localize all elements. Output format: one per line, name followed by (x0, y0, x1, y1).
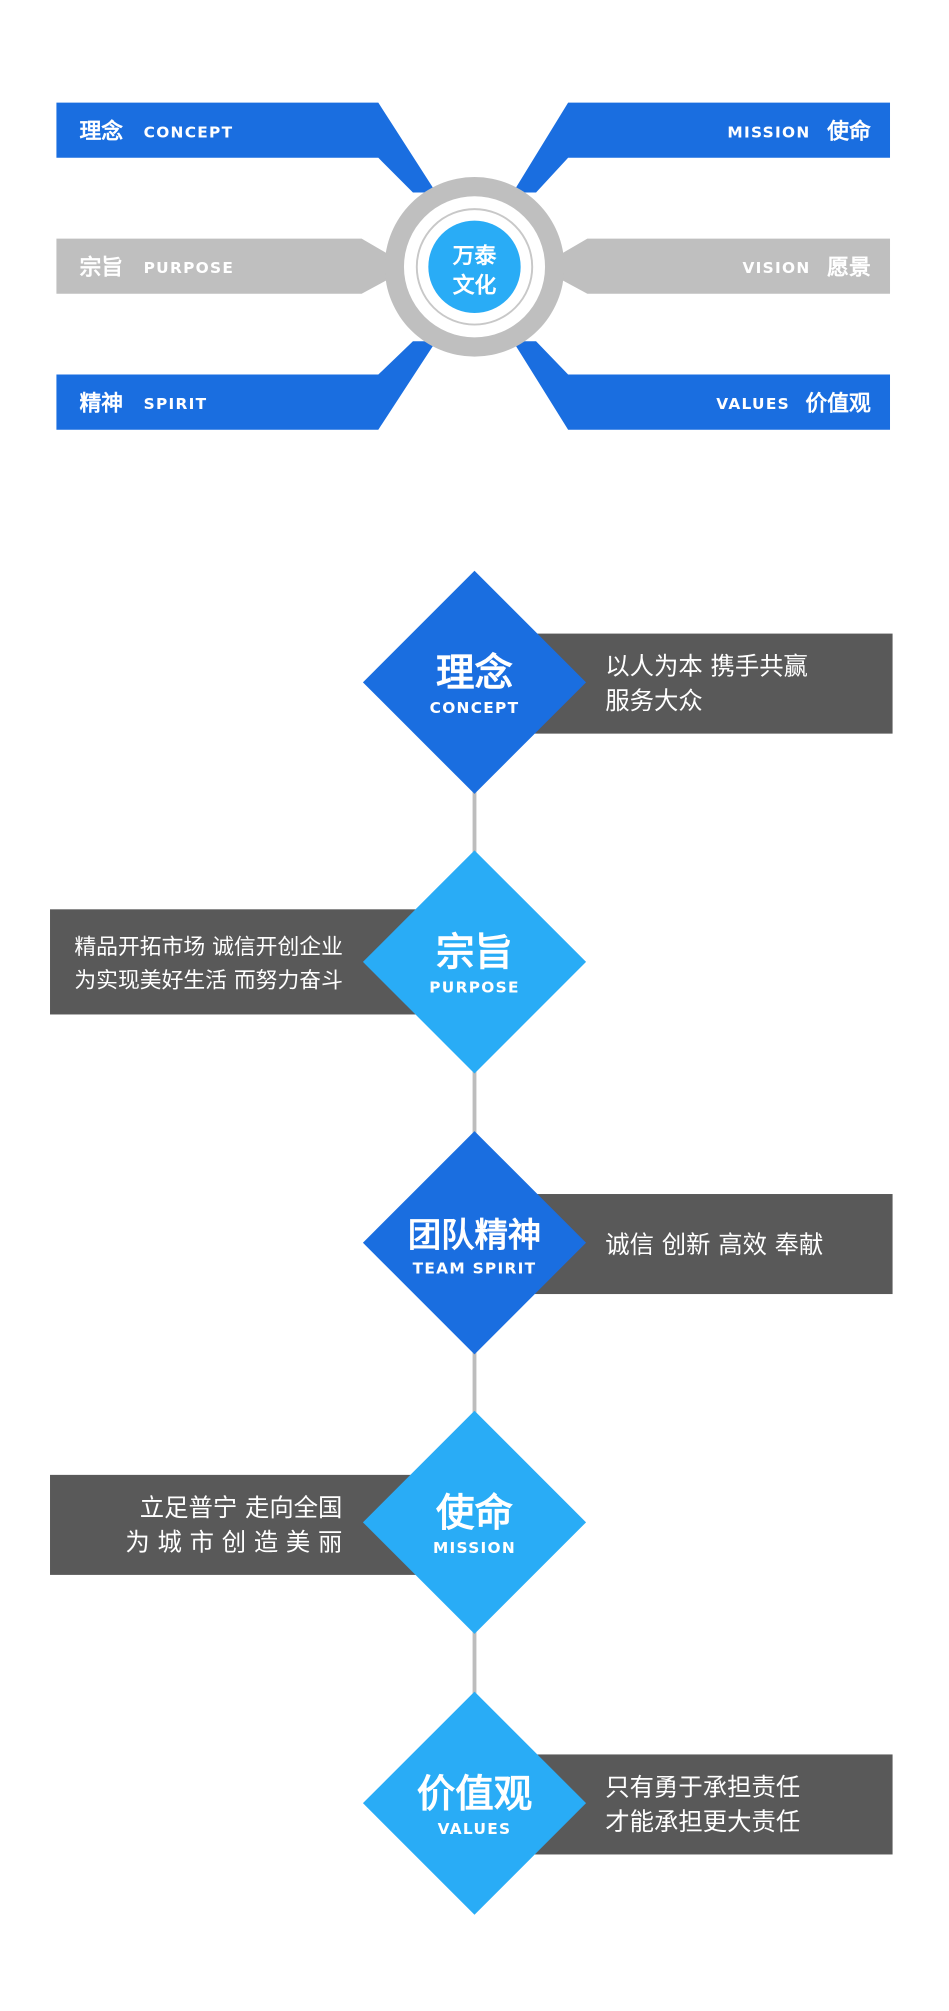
item-title-cn: 使命 (436, 1491, 513, 1536)
timeline-item-team-spirit: 团队精神 TEAM SPIRIT 诚信 创新 高效 奉献 (362, 1131, 893, 1355)
item-description-line: 为 城 市 创 造 美 丽 (125, 1528, 342, 1557)
spoke-en-purpose: PURPOSE (144, 259, 234, 277)
item-description-line: 立足普宁 走向全国 (140, 1493, 343, 1522)
diamond (362, 570, 587, 794)
spoke-cn-purpose: 宗旨 (80, 255, 124, 281)
item-title-cn: 宗旨 (436, 931, 513, 976)
spoke-cn-spirit: 精神 (80, 390, 124, 416)
description-box (532, 1754, 893, 1855)
spoke-bar-mission (512, 102, 891, 193)
spoke-en-values: VALUES (716, 395, 790, 413)
diamond (362, 1410, 587, 1634)
timeline-item-mission: 使命 MISSION 立足普宁 走向全国 为 城 市 创 造 美 丽 (50, 1410, 587, 1634)
item-title-en: PURPOSE (429, 979, 519, 997)
spoke-bar-spirit (56, 341, 437, 430)
item-description-line: 诚信 创新 高效 奉献 (605, 1230, 823, 1259)
spoke-en-concept: CONCEPT (144, 123, 234, 141)
description-box (532, 1194, 893, 1295)
diamond (362, 850, 587, 1074)
spoke-en-vision: VISION (742, 259, 810, 277)
item-description-line: 为实现美好生活 而努力奋斗 (74, 969, 342, 994)
hub-circle: 万泰 文化 (384, 177, 565, 357)
spoke-en-mission: MISSION (727, 123, 810, 141)
item-title-en: CONCEPT (430, 699, 520, 717)
spoke-bar-purpose (56, 238, 393, 294)
item-title-cn: 理念 (436, 651, 513, 696)
spoke-cn-mission: 使命 (826, 119, 871, 145)
description-box (50, 1474, 417, 1575)
item-title-en: VALUES (438, 1820, 512, 1838)
spoke-en-spirit: SPIRIT (144, 395, 208, 413)
description-box (532, 633, 893, 734)
description-box (50, 909, 417, 1015)
hub-title-line2: 文化 (453, 272, 497, 298)
spoke-cn-concept: 理念 (80, 119, 124, 145)
item-description-line: 才能承担更大责任 (605, 1807, 800, 1836)
hub-spokes: 理念 CONCEPT 宗旨 PURPOSE 精神 SPIRIT 使命 MISSI… (56, 102, 891, 430)
item-description-line: 服务大众 (605, 686, 702, 715)
item-description-line: 只有勇于承担责任 (605, 1772, 800, 1801)
timeline-item-concept: 理念 CONCEPT 以人为本 携手共赢 服务大众 (362, 570, 893, 794)
spoke-cn-values: 价值观 (805, 390, 871, 416)
timeline-item-purpose: 宗旨 PURPOSE 精品开拓市场 诚信开创企业 为实现美好生活 而努力奋斗 (50, 850, 587, 1074)
item-title-en: TEAM SPIRIT (413, 1260, 537, 1278)
item-title-en: MISSION (433, 1539, 516, 1557)
item-description-line: 精品开拓市场 诚信开创企业 (74, 935, 342, 960)
spoke-bar-concept (56, 102, 437, 193)
timeline-item-values: 价值观 VALUES 只有勇于承担责任 才能承担更大责任 (362, 1691, 893, 1915)
spoke-cn-vision: 愿景 (827, 256, 871, 281)
diamond (362, 1691, 587, 1915)
item-description-line: 以人为本 携手共赢 (605, 652, 808, 681)
item-title-cn: 价值观 (417, 1772, 532, 1817)
spoke-bar-values (512, 341, 891, 430)
spoke-bar-vision (556, 238, 891, 294)
hub-title-line1: 万泰 (453, 244, 497, 269)
item-title-cn: 团队精神 (408, 1216, 541, 1255)
